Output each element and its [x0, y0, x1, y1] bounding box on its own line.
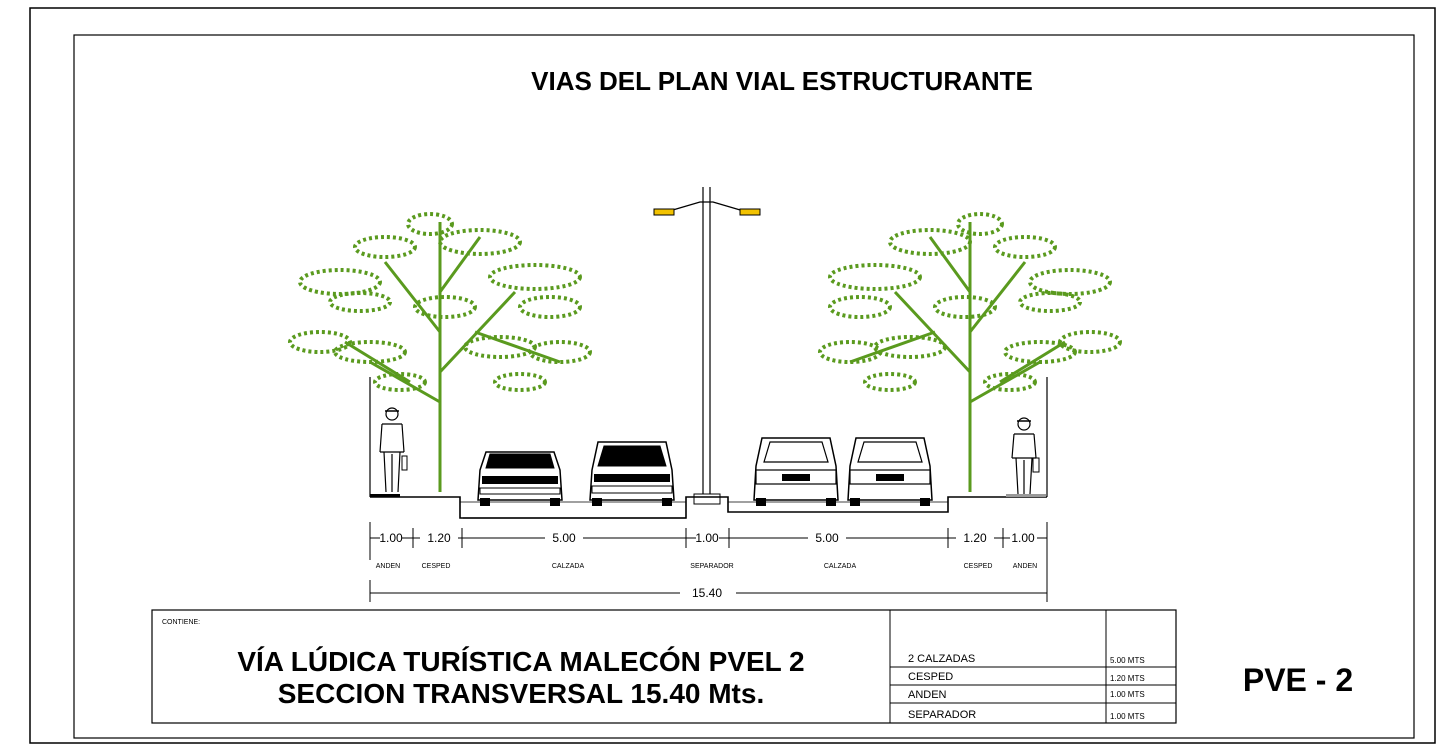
spec-value: 5.00 MTS [1110, 656, 1145, 665]
car-front-icon [589, 441, 675, 506]
dim-cesped-left: 1.20 [427, 531, 451, 545]
outer-frame [29, 7, 1436, 744]
car-rear-icon [847, 437, 933, 506]
dim-cesped-right: 1.20 [963, 531, 987, 545]
label-separador: SEPARADOR [690, 563, 733, 570]
contiene-label: CONTIENE: [162, 619, 200, 626]
label-cesped-left: CESPED [422, 563, 451, 570]
car-front-icon [477, 451, 563, 506]
label-cesped-right: CESPED [964, 563, 993, 570]
dim-total: 15.40 [692, 586, 722, 600]
spec-name: 2 CALZADAS [908, 653, 975, 665]
label-calzada-left: CALZADA [552, 563, 585, 570]
dim-calzada-left: 5.00 [552, 531, 576, 545]
car-rear-icon [753, 437, 839, 506]
tree-right-icon [818, 212, 1122, 492]
label-anden-right: ANDEN [1013, 563, 1038, 570]
spec-name: SEPARADOR [908, 709, 976, 721]
spec-value: 1.20 MTS [1110, 674, 1145, 683]
inner-frame [73, 34, 1415, 739]
pedestrian-left-icon [379, 407, 408, 493]
drawing-code: PVE - 2 [1243, 662, 1353, 698]
spec-name: CESPED [908, 671, 953, 683]
title-block [151, 609, 1177, 724]
spec-name: ANDEN [908, 689, 947, 701]
dim-separador: 1.00 [695, 531, 719, 545]
title-block-line1: VÍA LÚDICA TURÍSTICA MALECÓN PVEL 2 [237, 646, 804, 677]
dim-anden-left: 1.00 [379, 531, 403, 545]
spec-value: 1.00 MTS [1110, 690, 1145, 699]
pedestrian-right-icon [1011, 417, 1040, 495]
drawing-title: VIAS DEL PLAN VIAL ESTRUCTURANTE [531, 66, 1033, 96]
dim-calzada-right: 5.00 [815, 531, 839, 545]
label-anden-left: ANDEN [376, 563, 401, 570]
spec-value: 1.00 MTS [1110, 712, 1145, 721]
tree-left-icon [288, 212, 592, 492]
street-lamp-icon [653, 187, 761, 505]
title-block-line2: SECCION TRANSVERSAL 15.40 Mts. [278, 678, 765, 709]
road-profile [369, 377, 1048, 519]
label-calzada-right: CALZADA [824, 563, 857, 570]
dimension-lines [369, 522, 1048, 602]
dim-anden-right: 1.00 [1011, 531, 1035, 545]
